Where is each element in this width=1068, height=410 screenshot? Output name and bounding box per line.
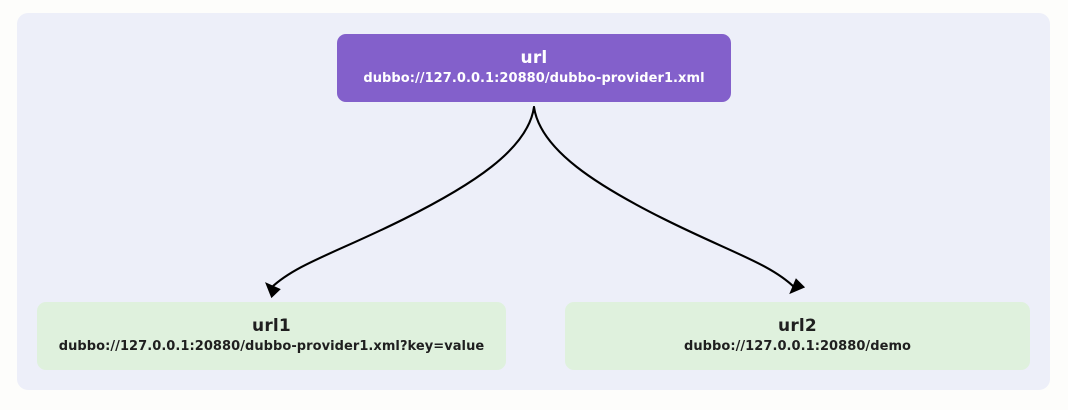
node-url1-subtitle: dubbo://127.0.0.1:20880/dubbo-provider1.…	[58, 339, 485, 355]
node-url2-subtitle: dubbo://127.0.0.1:20880/demo	[683, 339, 912, 355]
node-url-title: url	[520, 48, 548, 69]
node-url[interactable]: url dubbo://127.0.0.1:20880/dubbo-provid…	[337, 34, 731, 102]
node-url1[interactable]: url1 dubbo://127.0.0.1:20880/dubbo-provi…	[37, 302, 506, 370]
node-url-subtitle: dubbo://127.0.0.1:20880/dubbo-provider1.…	[363, 71, 705, 87]
node-url1-title: url1	[252, 316, 291, 337]
node-url2-title: url2	[778, 316, 817, 337]
node-url2[interactable]: url2 dubbo://127.0.0.1:20880/demo	[565, 302, 1030, 370]
